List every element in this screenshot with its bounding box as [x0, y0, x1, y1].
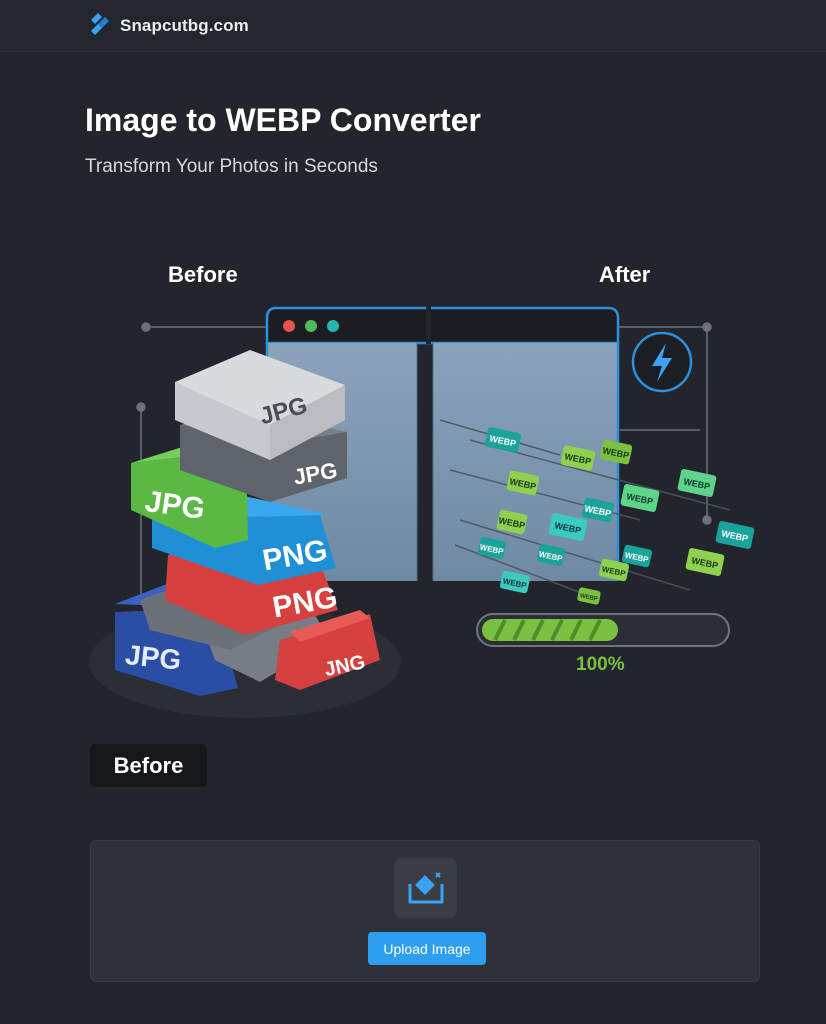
brand[interactable]: Snapcutbg.com: [88, 12, 249, 40]
snapcut-logo-icon: [88, 11, 112, 42]
before-badge[interactable]: Before: [90, 744, 207, 787]
file-stack: JPG JNG PNG PNG JPG JPG: [115, 350, 380, 696]
window-dot-red: [283, 320, 295, 332]
brand-name: Snapcutbg.com: [120, 16, 249, 35]
progress-stripes: [493, 619, 602, 641]
window-dot-teal: [327, 320, 339, 332]
svg-text:JPG: JPG: [124, 639, 183, 676]
illustration-svg: WEBP WEBP WEBP WEBP WEBP WEBP WEBP WEBP …: [89, 304, 755, 718]
progress-percent: 100%: [576, 654, 625, 675]
after-label: After: [599, 262, 651, 287]
window-dot-green: [305, 320, 317, 332]
before-label: Before: [168, 262, 238, 287]
upload-image-button[interactable]: Upload Image: [368, 932, 486, 965]
page-title: Image to WEBP Converter: [85, 102, 481, 138]
conversion-illustration: WEBP WEBP WEBP WEBP WEBP WEBP WEBP WEBP …: [0, 240, 826, 740]
progress-bar: [476, 613, 730, 647]
upload-panel[interactable]: Upload Image: [90, 840, 760, 982]
page-subtitle: Transform Your Photos in Seconds: [85, 156, 378, 177]
webp-tiles: WEBP WEBP WEBP WEBP WEBP WEBP WEBP WEBP …: [477, 427, 755, 605]
upload-image-icon[interactable]: [394, 858, 457, 918]
svg-text:WEBP: WEBP: [579, 593, 598, 603]
lightning-icon: [631, 331, 693, 393]
top-bar: Snapcutbg.com: [0, 0, 826, 52]
